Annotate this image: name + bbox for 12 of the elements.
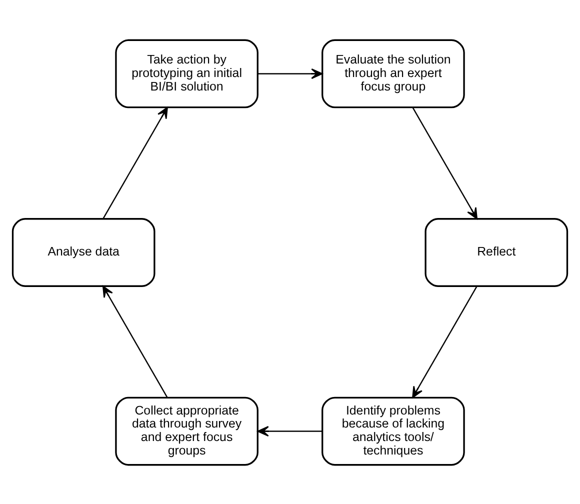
arrow	[412, 106, 478, 219]
node-box: Evaluate the solution through an expert focus group	[322, 38, 465, 108]
node-box: Identify problems because of lacking analytics tools/ techniques	[322, 396, 465, 466]
arrow	[257, 425, 322, 436]
node-box: Take action by prototyping an initial BI/BI solution	[115, 38, 258, 108]
arrow	[102, 106, 168, 219]
arrow	[412, 285, 478, 398]
node-box: Analyse data	[12, 218, 156, 286]
node-box: Collect appropriate data through survey and expert focus groups	[115, 396, 258, 466]
arrow	[258, 68, 323, 79]
arrow	[102, 285, 168, 398]
node-box: Reflect	[424, 218, 568, 286]
